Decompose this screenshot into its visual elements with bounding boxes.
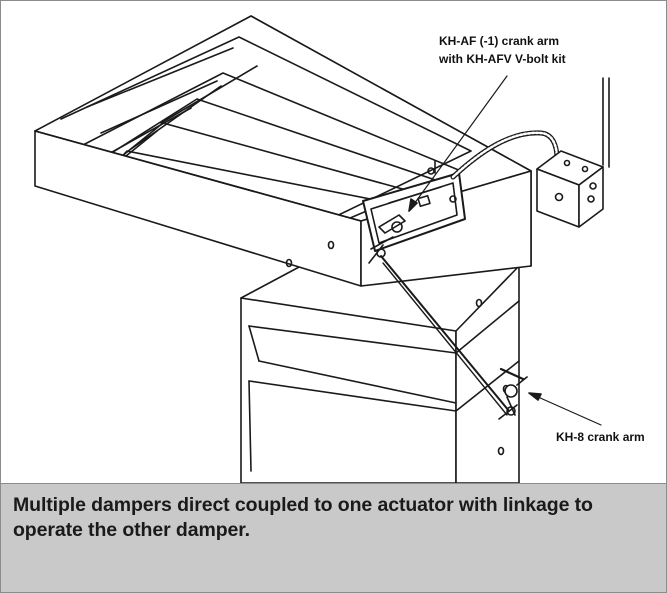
actuator [362, 160, 466, 264]
caption-text: Multiple dampers direct coupled to one a… [13, 494, 593, 541]
callout-actuator-line1: KH-AF (-1) crank arm [439, 34, 559, 48]
lower-damper-frame [240, 265, 520, 483]
kh8-crank-arm [498, 367, 528, 420]
upper-damper [34, 15, 532, 287]
linkage-rods [380, 255, 510, 416]
callout-crank-arm: KH-8 crank arm [556, 430, 645, 444]
damper-drawing: KH-AF (-1) crank arm with KH-AFV V-bolt … [1, 1, 666, 483]
conduit [450, 130, 560, 180]
damper-illustration: KH-AF (-1) crank arm with KH-AFV V-bolt … [34, 15, 645, 483]
junction-box [536, 77, 610, 228]
figure-caption: Multiple dampers direct coupled to one a… [1, 483, 666, 592]
callout-pointers [408, 75, 602, 426]
callout-actuator-line2: with KH-AFV V-bolt kit [438, 52, 566, 66]
